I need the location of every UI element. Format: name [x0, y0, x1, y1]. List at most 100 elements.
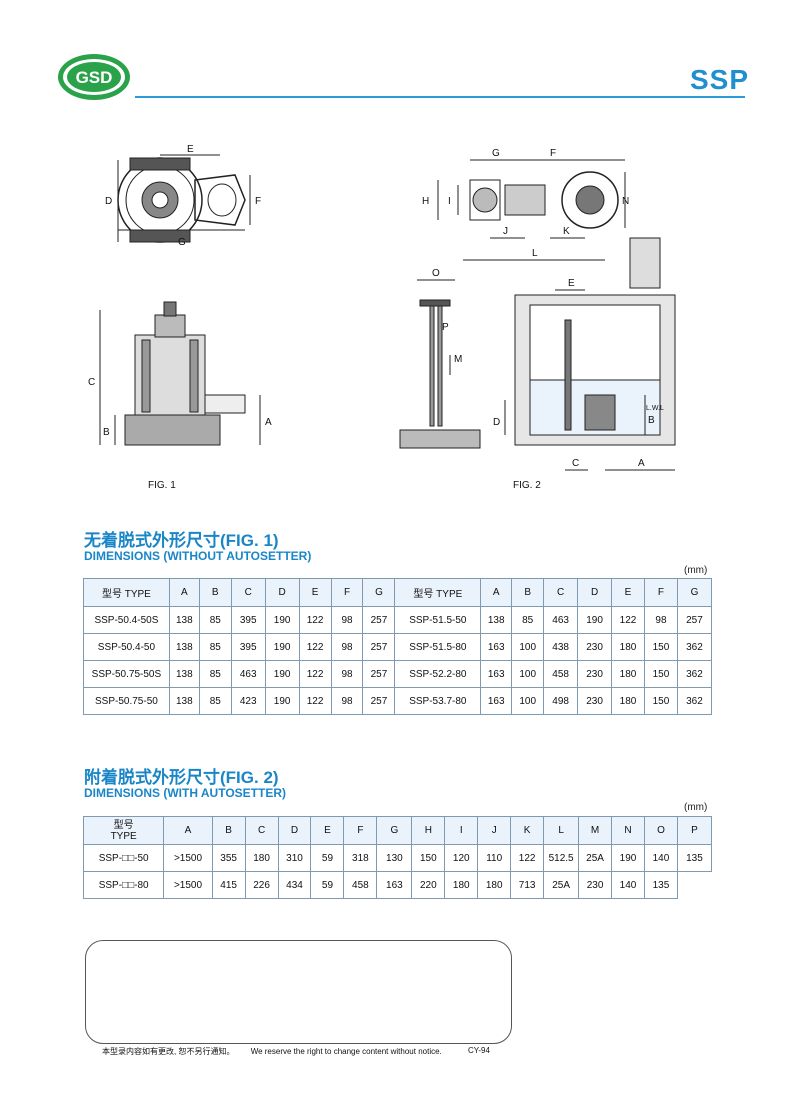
footer-note-en: We reserve the right to change content w…: [250, 1047, 442, 1056]
value-cell: 512.5: [543, 844, 580, 872]
value-cell: 423: [230, 687, 266, 715]
value-cell: 180: [477, 871, 512, 899]
dim-label: F: [550, 148, 556, 159]
value-cell: 59: [310, 844, 345, 872]
value-cell: 25A: [543, 871, 580, 899]
dim-label: A: [265, 417, 272, 428]
dim-label: G: [178, 237, 186, 248]
value-cell: 120: [444, 844, 479, 872]
value-cell: 122: [298, 687, 332, 715]
column-header: A: [168, 578, 200, 607]
value-cell: 180: [611, 633, 645, 661]
value-cell: 163: [480, 633, 513, 661]
dim-label: G: [492, 148, 500, 159]
value-cell: 98: [330, 687, 364, 715]
dimensions-table-with-autosetter: 型号 TYPE A B C D E F G H I J K L M N O P …: [82, 816, 713, 899]
column-header: C: [244, 816, 279, 845]
value-cell: 110: [477, 844, 512, 872]
value-cell: 122: [298, 606, 332, 634]
section1-unit: (mm): [684, 565, 708, 576]
value-cell: 122: [298, 633, 332, 661]
value-cell: 180: [444, 871, 479, 899]
value-cell: 138: [168, 606, 200, 634]
value-cell: 220: [411, 871, 446, 899]
value-cell: SSP-51.5-80: [394, 633, 482, 661]
value-cell: 434: [277, 871, 312, 899]
value-cell: 458: [343, 871, 378, 899]
column-header: F: [330, 578, 364, 607]
value-cell: 163: [376, 871, 413, 899]
value-cell: 150: [643, 633, 678, 661]
model-cell: SSP-50.75-50: [83, 687, 170, 715]
dim-label: B: [103, 427, 110, 438]
value-cell: 395: [230, 633, 266, 661]
value-cell: 138: [168, 687, 200, 715]
table-header-row: 型号 TYPE A B C D E F G 型号 TYPE A B C D E …: [83, 578, 713, 607]
value-cell: 190: [264, 660, 300, 688]
logo-text: GSD: [76, 68, 113, 87]
dim-label: L: [532, 248, 538, 259]
footer-notice: 本型录内容如有更改, 恕不另行通知。 We reserve the right …: [102, 1046, 456, 1057]
value-cell: 85: [511, 606, 545, 634]
dim-label: M: [454, 354, 462, 365]
value-cell: 362: [676, 633, 713, 661]
value-cell: 150: [643, 660, 678, 688]
dim-label: C: [88, 377, 95, 388]
dim-label: P: [442, 322, 449, 333]
column-header: 型号 TYPE: [82, 816, 165, 845]
column-header: 型号 TYPE: [394, 578, 482, 607]
value-cell: 122: [611, 606, 645, 634]
value-cell: 150: [411, 844, 446, 872]
column-header: G: [376, 816, 413, 845]
value-cell: >1500: [163, 844, 213, 872]
fig2-pit-section: E D B L.W.L C A: [493, 237, 676, 471]
value-cell: 463: [543, 606, 579, 634]
notes-box: [85, 940, 512, 1044]
column-header: I: [444, 816, 479, 845]
value-cell: 98: [330, 606, 364, 634]
column-header: E: [298, 578, 332, 607]
dim-label: I: [448, 196, 451, 207]
value-cell: 25A: [578, 844, 613, 872]
value-cell: 226: [244, 871, 279, 899]
fig1-side-view: C B A: [88, 301, 272, 446]
value-cell: 98: [330, 633, 364, 661]
value-cell: 100: [511, 687, 545, 715]
value-cell: 190: [264, 687, 300, 715]
column-header: F: [343, 816, 378, 845]
value-cell: 100: [511, 633, 545, 661]
dim-label: F: [255, 196, 261, 207]
value-cell: 140: [611, 871, 645, 899]
dim-label: L.W.L: [646, 405, 664, 412]
value-cell: 318: [343, 844, 378, 872]
dim-label: N: [622, 196, 629, 207]
fig2-top-view: G F H I N J K L: [422, 148, 629, 261]
model-cell: SSP-50.4-50S: [83, 606, 170, 634]
value-cell: 138: [168, 633, 200, 661]
value-cell: 257: [362, 660, 396, 688]
brand-title: SSP: [690, 64, 750, 95]
fig1-label: FIG. 1: [148, 480, 176, 491]
value-cell: 498: [543, 687, 579, 715]
dim-label: E: [187, 144, 194, 155]
dim-label: O: [432, 268, 440, 279]
column-header: A: [480, 578, 513, 607]
value-cell: 230: [577, 660, 613, 688]
dim-label: K: [563, 226, 570, 237]
footer-note-zh: 本型录内容如有更改, 恕不另行通知。: [102, 1047, 235, 1056]
section1-title-zh: 无着脱式外形尺寸(FIG. 1): [84, 531, 279, 550]
dim-label: D: [105, 196, 112, 207]
value-cell: 138: [168, 660, 200, 688]
column-header: C: [230, 578, 266, 607]
value-cell: 85: [198, 633, 232, 661]
column-header: B: [511, 578, 545, 607]
value-cell: 257: [362, 633, 396, 661]
value-cell: 150: [643, 687, 678, 715]
column-header: G: [676, 578, 713, 607]
model-cell: SSP-□□-50: [82, 844, 165, 872]
value-cell: 190: [577, 606, 613, 634]
